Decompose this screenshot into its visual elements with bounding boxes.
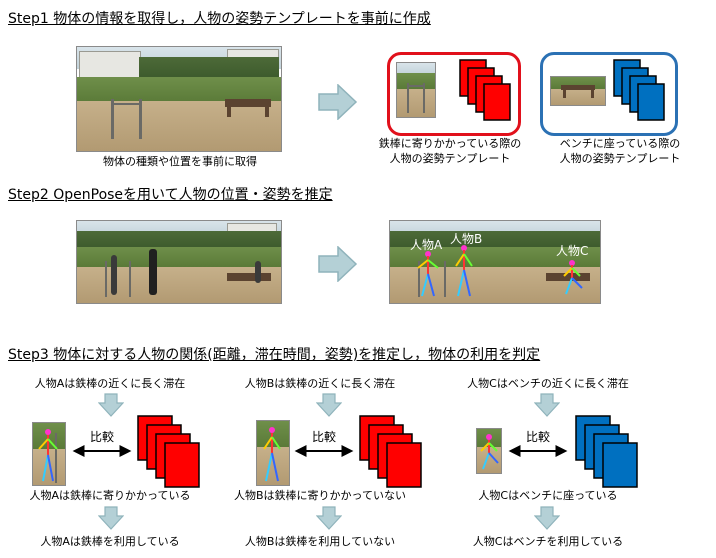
compare-label-a: 比較 (90, 430, 115, 444)
person-a-posture-text: 人物Aは鉄棒に寄りかかっている (29, 489, 191, 502)
step3-title: Step3 物体に対する人物の関係(距離，滞在時間，姿勢)を推定し，物体の利用を… (8, 347, 541, 363)
person-c-result-text: 人物Cはベンチを利用している (472, 535, 624, 548)
red-template-caption: 鉄棒に寄りかかっている際の 人物の姿勢テンプレート (378, 137, 522, 165)
person-b-posture-text: 人物Bは鉄棒に寄りかかっていない (234, 489, 406, 502)
step2-input-photo (76, 220, 282, 304)
person-b-result-arrow-icon (316, 506, 342, 530)
step1-photo-caption: 物体の種類や位置を事前に取得 (103, 155, 257, 168)
person-c-down-arrow-icon (534, 393, 560, 417)
step1-park-photo (76, 46, 282, 152)
person-a-red-template-icon (137, 415, 200, 488)
person-c-label: 人物C (556, 244, 589, 258)
person-b-down-arrow-icon (316, 393, 342, 417)
person-c-posture-text: 人物Cはベンチに座っている (478, 489, 618, 502)
blue-template-caption: ベンチに座っている際の 人物の姿勢テンプレート (559, 137, 681, 165)
blue-template-thumbnail (550, 76, 606, 106)
skeleton-person-a-icon (417, 251, 439, 297)
blue-template-box (540, 52, 678, 136)
red-template-box (387, 52, 521, 136)
person-b-result-text: 人物Bは鉄棒を利用していない (244, 535, 396, 548)
blue-template-stack-icon (613, 59, 665, 121)
step2-openpose-photo (389, 220, 601, 304)
red-template-stack-icon (459, 59, 511, 121)
compare-double-arrow-c-icon (508, 445, 568, 457)
step1-right-arrow-icon (318, 84, 358, 120)
person-c-result-arrow-icon (534, 506, 560, 530)
person-a-crop-photo (32, 422, 66, 486)
skeleton-person-c-icon (563, 260, 583, 295)
person-c-crop-photo (476, 428, 502, 474)
person-a-label: 人物A (410, 238, 443, 252)
person-a-result-arrow-icon (98, 506, 124, 530)
person-a-stay-text: 人物Aは鉄棒の近くに長く滞在 (34, 377, 186, 390)
step2-right-arrow-icon (318, 246, 358, 282)
person-c-stay-text: 人物Cはベンチの近くに長く滞在 (467, 377, 629, 390)
person-c-blue-template-icon (575, 415, 638, 488)
skeleton-person-b-icon (455, 245, 473, 297)
person-b-stay-text: 人物Bは鉄棒の近くに長く滞在 (244, 377, 396, 390)
compare-label-b: 比較 (312, 430, 337, 444)
person-b-red-template-icon (359, 415, 422, 488)
compare-label-c: 比較 (526, 430, 551, 444)
step2-title: Step2 OpenPoseを用いて人物の位置・姿勢を推定 (8, 187, 333, 203)
person-a-result-text: 人物Aは鉄棒を利用している (40, 535, 180, 548)
person-b-crop-photo (256, 420, 290, 486)
compare-double-arrow-a-icon (72, 445, 132, 457)
person-b-label: 人物B (450, 232, 483, 246)
person-a-down-arrow-icon (98, 393, 124, 417)
step1-title: Step1 物体の情報を取得し，人物の姿勢テンプレートを事前に作成 (8, 11, 431, 27)
red-template-thumbnail (396, 62, 436, 118)
compare-double-arrow-b-icon (294, 445, 354, 457)
